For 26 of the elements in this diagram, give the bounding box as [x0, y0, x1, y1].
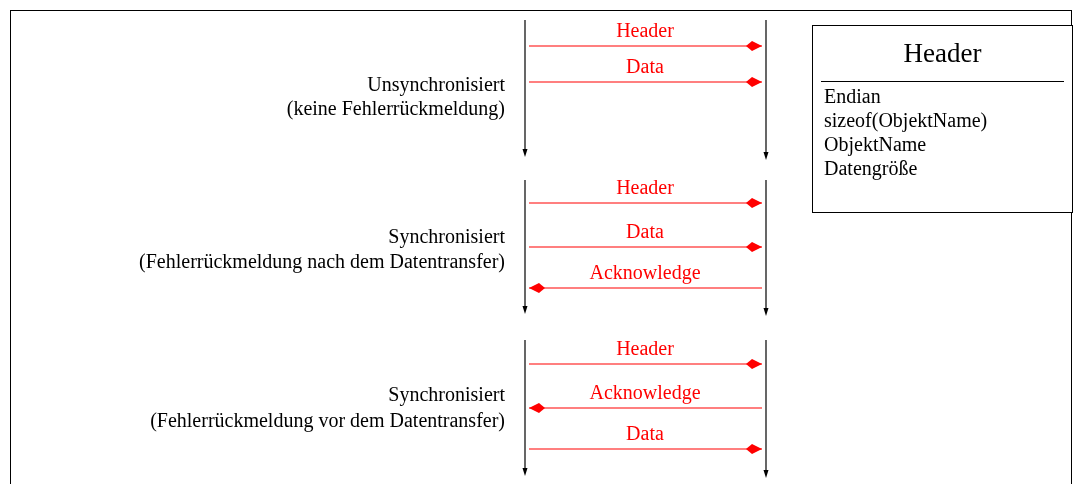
- caption-text: Unsynchronisiert: [367, 74, 505, 94]
- lifeline: [521, 180, 529, 314]
- lifeline: [762, 180, 770, 316]
- lifeline: [521, 340, 529, 476]
- field-name: sizeof(ObjektName): [824, 108, 989, 132]
- message-arrow: [528, 77, 763, 87]
- message-arrow: [528, 283, 763, 293]
- field-name: ObjektName: [824, 132, 928, 156]
- lifeline: [762, 340, 770, 478]
- field-name: Datengröße: [824, 156, 919, 180]
- caption-text: Synchronisiert: [388, 226, 505, 246]
- caption-text: (Fehlerrückmeldung nach dem Datentransfer): [139, 251, 505, 271]
- header-structure-box: [812, 25, 1073, 213]
- message-arrow: [528, 242, 763, 252]
- box-title: Header: [902, 37, 983, 67]
- caption-text: (Fehlerrückmeldung vor dem Datentransfer): [150, 410, 505, 430]
- message-arrow: [528, 444, 763, 454]
- message-arrow: [528, 403, 763, 413]
- message-arrow: [528, 359, 763, 369]
- message-arrow: [528, 198, 763, 208]
- caption-text: (keine Fehlerrückmeldung): [286, 98, 505, 118]
- lifeline: [521, 20, 529, 157]
- field-name: Endian: [824, 84, 882, 108]
- lifeline: [762, 20, 770, 160]
- caption-text: Synchronisiert: [388, 384, 505, 404]
- message-arrow: [528, 41, 763, 51]
